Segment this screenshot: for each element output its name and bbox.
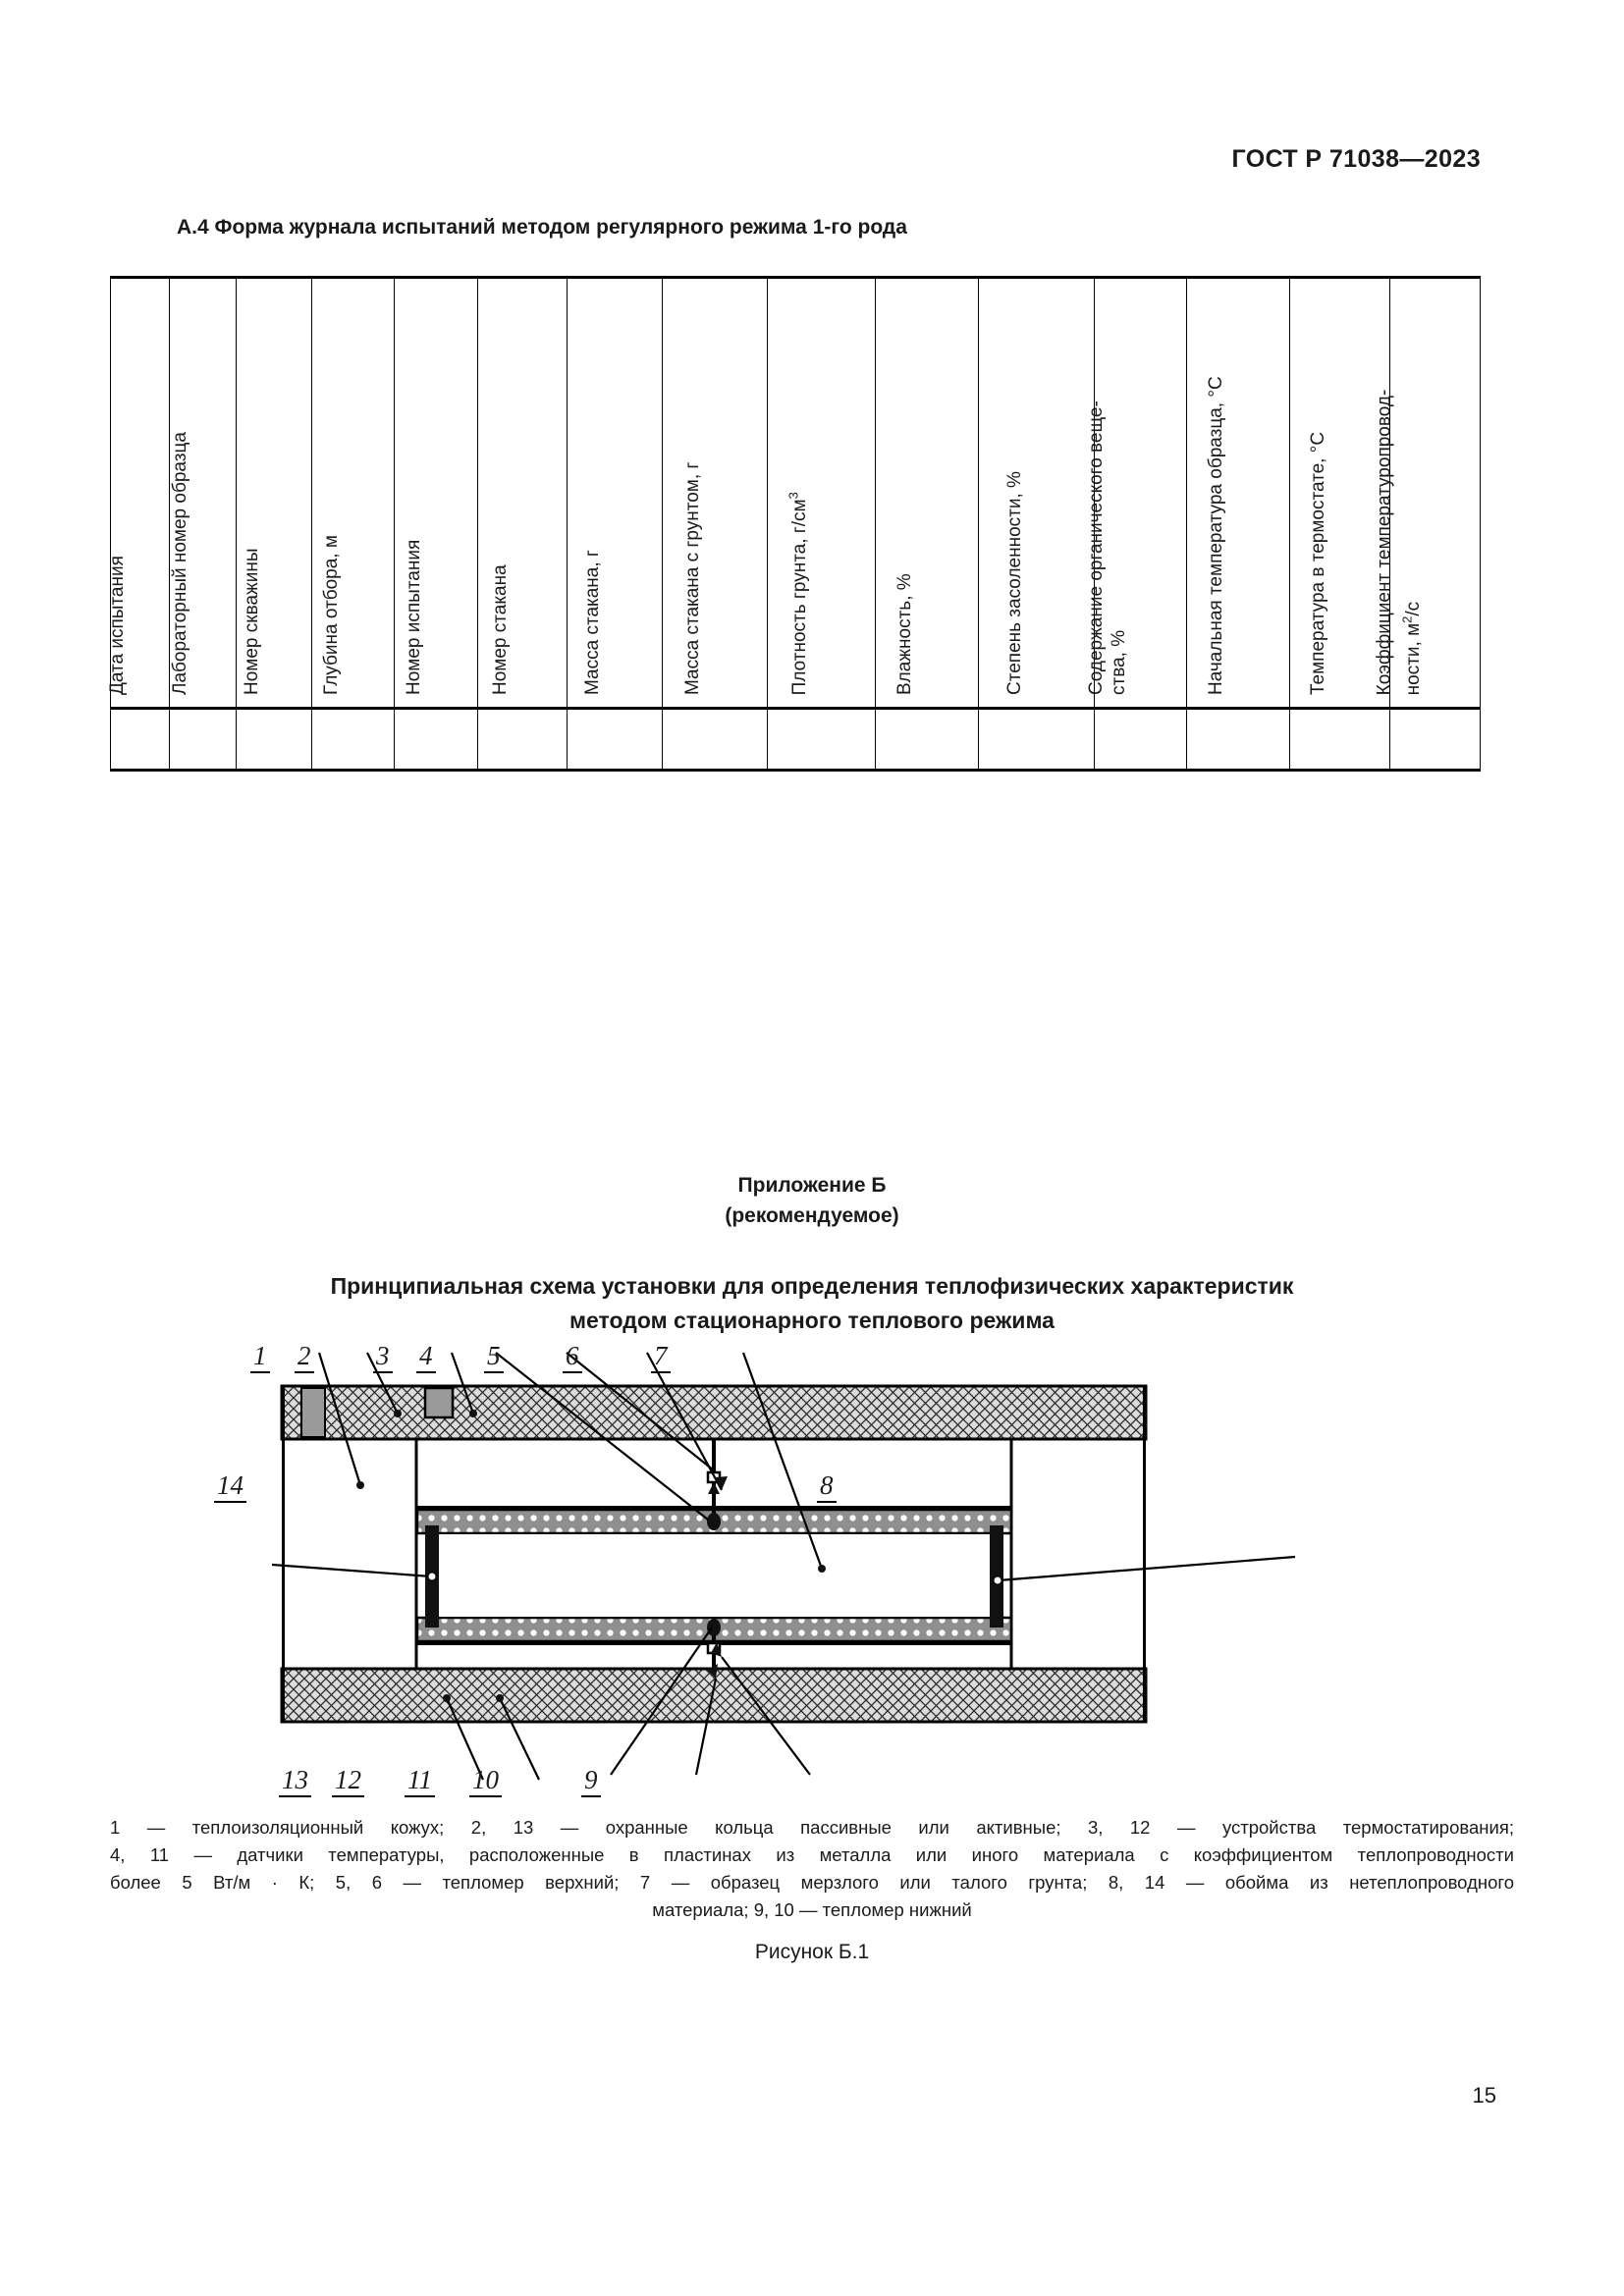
column-header-label: Номер стакана bbox=[489, 564, 511, 695]
annex-heading-block: Принципиальная схема установки для опред… bbox=[0, 1269, 1624, 1338]
table-cell bbox=[978, 708, 1096, 772]
column-header-label: Глубина отбора, м bbox=[320, 535, 342, 695]
thermostat-device-top bbox=[423, 1386, 455, 1419]
sample-chamber bbox=[425, 1525, 1003, 1628]
table-cell bbox=[767, 708, 877, 772]
table-header-cell: Температура в термостате, °С bbox=[1289, 276, 1391, 710]
column-header-label: Начальная температура образца, °С bbox=[1206, 376, 1227, 695]
table-cell bbox=[875, 708, 980, 772]
arrowhead-9 bbox=[711, 1642, 722, 1657]
annex-title-block: Приложение Б (рекомендуемое) bbox=[0, 1170, 1624, 1231]
table-header-cell: Содержание органического веще-ства, % bbox=[1086, 276, 1188, 710]
column-header-label: Номер испытания bbox=[403, 539, 424, 695]
column-header-label: Влажность, % bbox=[894, 573, 916, 695]
callout-leaders-side bbox=[272, 1555, 1296, 1582]
table-header-cell: Начальная температура образца, °С bbox=[1186, 276, 1291, 710]
journal-table: Дата испытания Лабораторный номер образц… bbox=[107, 276, 1481, 772]
table-header-cell: Дата испытания bbox=[107, 276, 170, 710]
table-header-row: Дата испытания Лабораторный номер образц… bbox=[107, 276, 1481, 710]
annex-subtitle: (рекомендуемое) bbox=[725, 1204, 899, 1227]
table-cell bbox=[1186, 708, 1291, 772]
table-header-cell: Масса стакана, г bbox=[567, 276, 663, 710]
table-cell bbox=[393, 708, 478, 772]
table-cell bbox=[311, 708, 395, 772]
table-header-cell: Номер испытания bbox=[393, 276, 478, 710]
jacket-insert-left bbox=[300, 1387, 326, 1438]
figure-b1-schematic bbox=[272, 1352, 1296, 1781]
page-number: 15 bbox=[1472, 2083, 1496, 2108]
table-header-cell: Влажность, % bbox=[875, 276, 980, 710]
annex-heading-line-1: Принципиальная схема установки для опред… bbox=[330, 1273, 1294, 1299]
column-header-label: Масса стакана, г bbox=[581, 550, 603, 695]
callout-number-1: 1 bbox=[250, 1341, 270, 1373]
figure-legend-line-2: 4, 11 — датчики температуры, расположенн… bbox=[110, 1844, 1514, 1865]
table-header-cell: Плотность грунта, г/см3 bbox=[767, 276, 877, 710]
arrowhead-10 bbox=[707, 1664, 718, 1679]
table-header-cell: Степень засоленности, % bbox=[978, 276, 1096, 710]
annex-title: Приложение Б bbox=[737, 1174, 887, 1197]
table-header-cell: Лабораторный номер образца bbox=[168, 276, 238, 710]
table-header-cell: Номер стакана bbox=[476, 276, 568, 710]
figure-number: Рисунок Б.1 bbox=[754, 1941, 870, 1963]
insulation-jacket-top bbox=[280, 1384, 1148, 1441]
table-cell bbox=[476, 708, 568, 772]
figure-legend: 1 — теплоизоляционный кожух; 2, 13 — охр… bbox=[110, 1814, 1514, 1924]
callout-dots-bottom bbox=[443, 1694, 504, 1702]
figure-legend-line-3: более 5 Вт/м · К; 5, 6 — тепломер верхни… bbox=[110, 1872, 1514, 1893]
table-row bbox=[110, 708, 1481, 772]
document-header-standard-number: ГОСТ Р 71038—2023 bbox=[1231, 145, 1481, 173]
column-header-label: Номер скважины bbox=[242, 548, 263, 696]
figure-b1: 1 2 3 4 5 6 7 8 14 9 10 11 12 13 bbox=[0, 1333, 1624, 1814]
insulation-jacket-bottom bbox=[280, 1667, 1148, 1724]
table-cell bbox=[110, 708, 170, 772]
column-header-label: Коэффициент температуропровод-ности, м2/… bbox=[1374, 389, 1424, 695]
arrowhead-5 bbox=[708, 1482, 720, 1494]
table-cell bbox=[1094, 708, 1188, 772]
callout-leaders-top bbox=[317, 1352, 824, 1570]
annex-heading-line-2: методом стационарного теплового режима bbox=[569, 1308, 1055, 1333]
table-cell bbox=[1389, 708, 1481, 772]
table-cell bbox=[236, 708, 313, 772]
callout-number-14: 14 bbox=[214, 1470, 246, 1503]
callout-dots-top bbox=[356, 1410, 826, 1573]
column-header-label: Лабораторный номер образца bbox=[170, 432, 191, 695]
callout-dots-side bbox=[427, 1572, 1002, 1585]
table-cell bbox=[567, 708, 663, 772]
column-header-label: Дата испытания bbox=[107, 556, 129, 695]
table-cell bbox=[661, 708, 769, 772]
column-header-label: Содержание органического веще-ства, % bbox=[1085, 400, 1129, 695]
column-header-label: Степень засоленности, % bbox=[1003, 471, 1025, 695]
arrowhead-6 bbox=[715, 1476, 728, 1490]
figure-legend-line-1: 1 — теплоизоляционный кожух; 2, 13 — охр… bbox=[110, 1817, 1514, 1838]
callout-leaders-bottom bbox=[445, 1627, 811, 1781]
column-header-label: Плотность грунта, г/см3 bbox=[785, 491, 810, 695]
table-header-cell: Глубина отбора, м bbox=[311, 276, 395, 710]
figure-legend-line-4: материала; 9, 10 — тепломер нижний bbox=[652, 1899, 972, 1920]
table-cell bbox=[1289, 708, 1391, 772]
section-heading-a4: А.4 Форма журнала испытаний методом регу… bbox=[177, 216, 907, 239]
column-header-label: Температура в термостате, °С bbox=[1307, 431, 1328, 695]
table-header-cell: Номер скважины bbox=[236, 276, 313, 710]
table-header-cell: Коэффициент температуропровод-ности, м2/… bbox=[1374, 276, 1481, 710]
table-cell bbox=[168, 708, 238, 772]
column-header-label: Масса стакана с грунтом, г bbox=[682, 461, 704, 695]
table-header-cell: Масса стакана с грунтом, г bbox=[661, 276, 769, 710]
